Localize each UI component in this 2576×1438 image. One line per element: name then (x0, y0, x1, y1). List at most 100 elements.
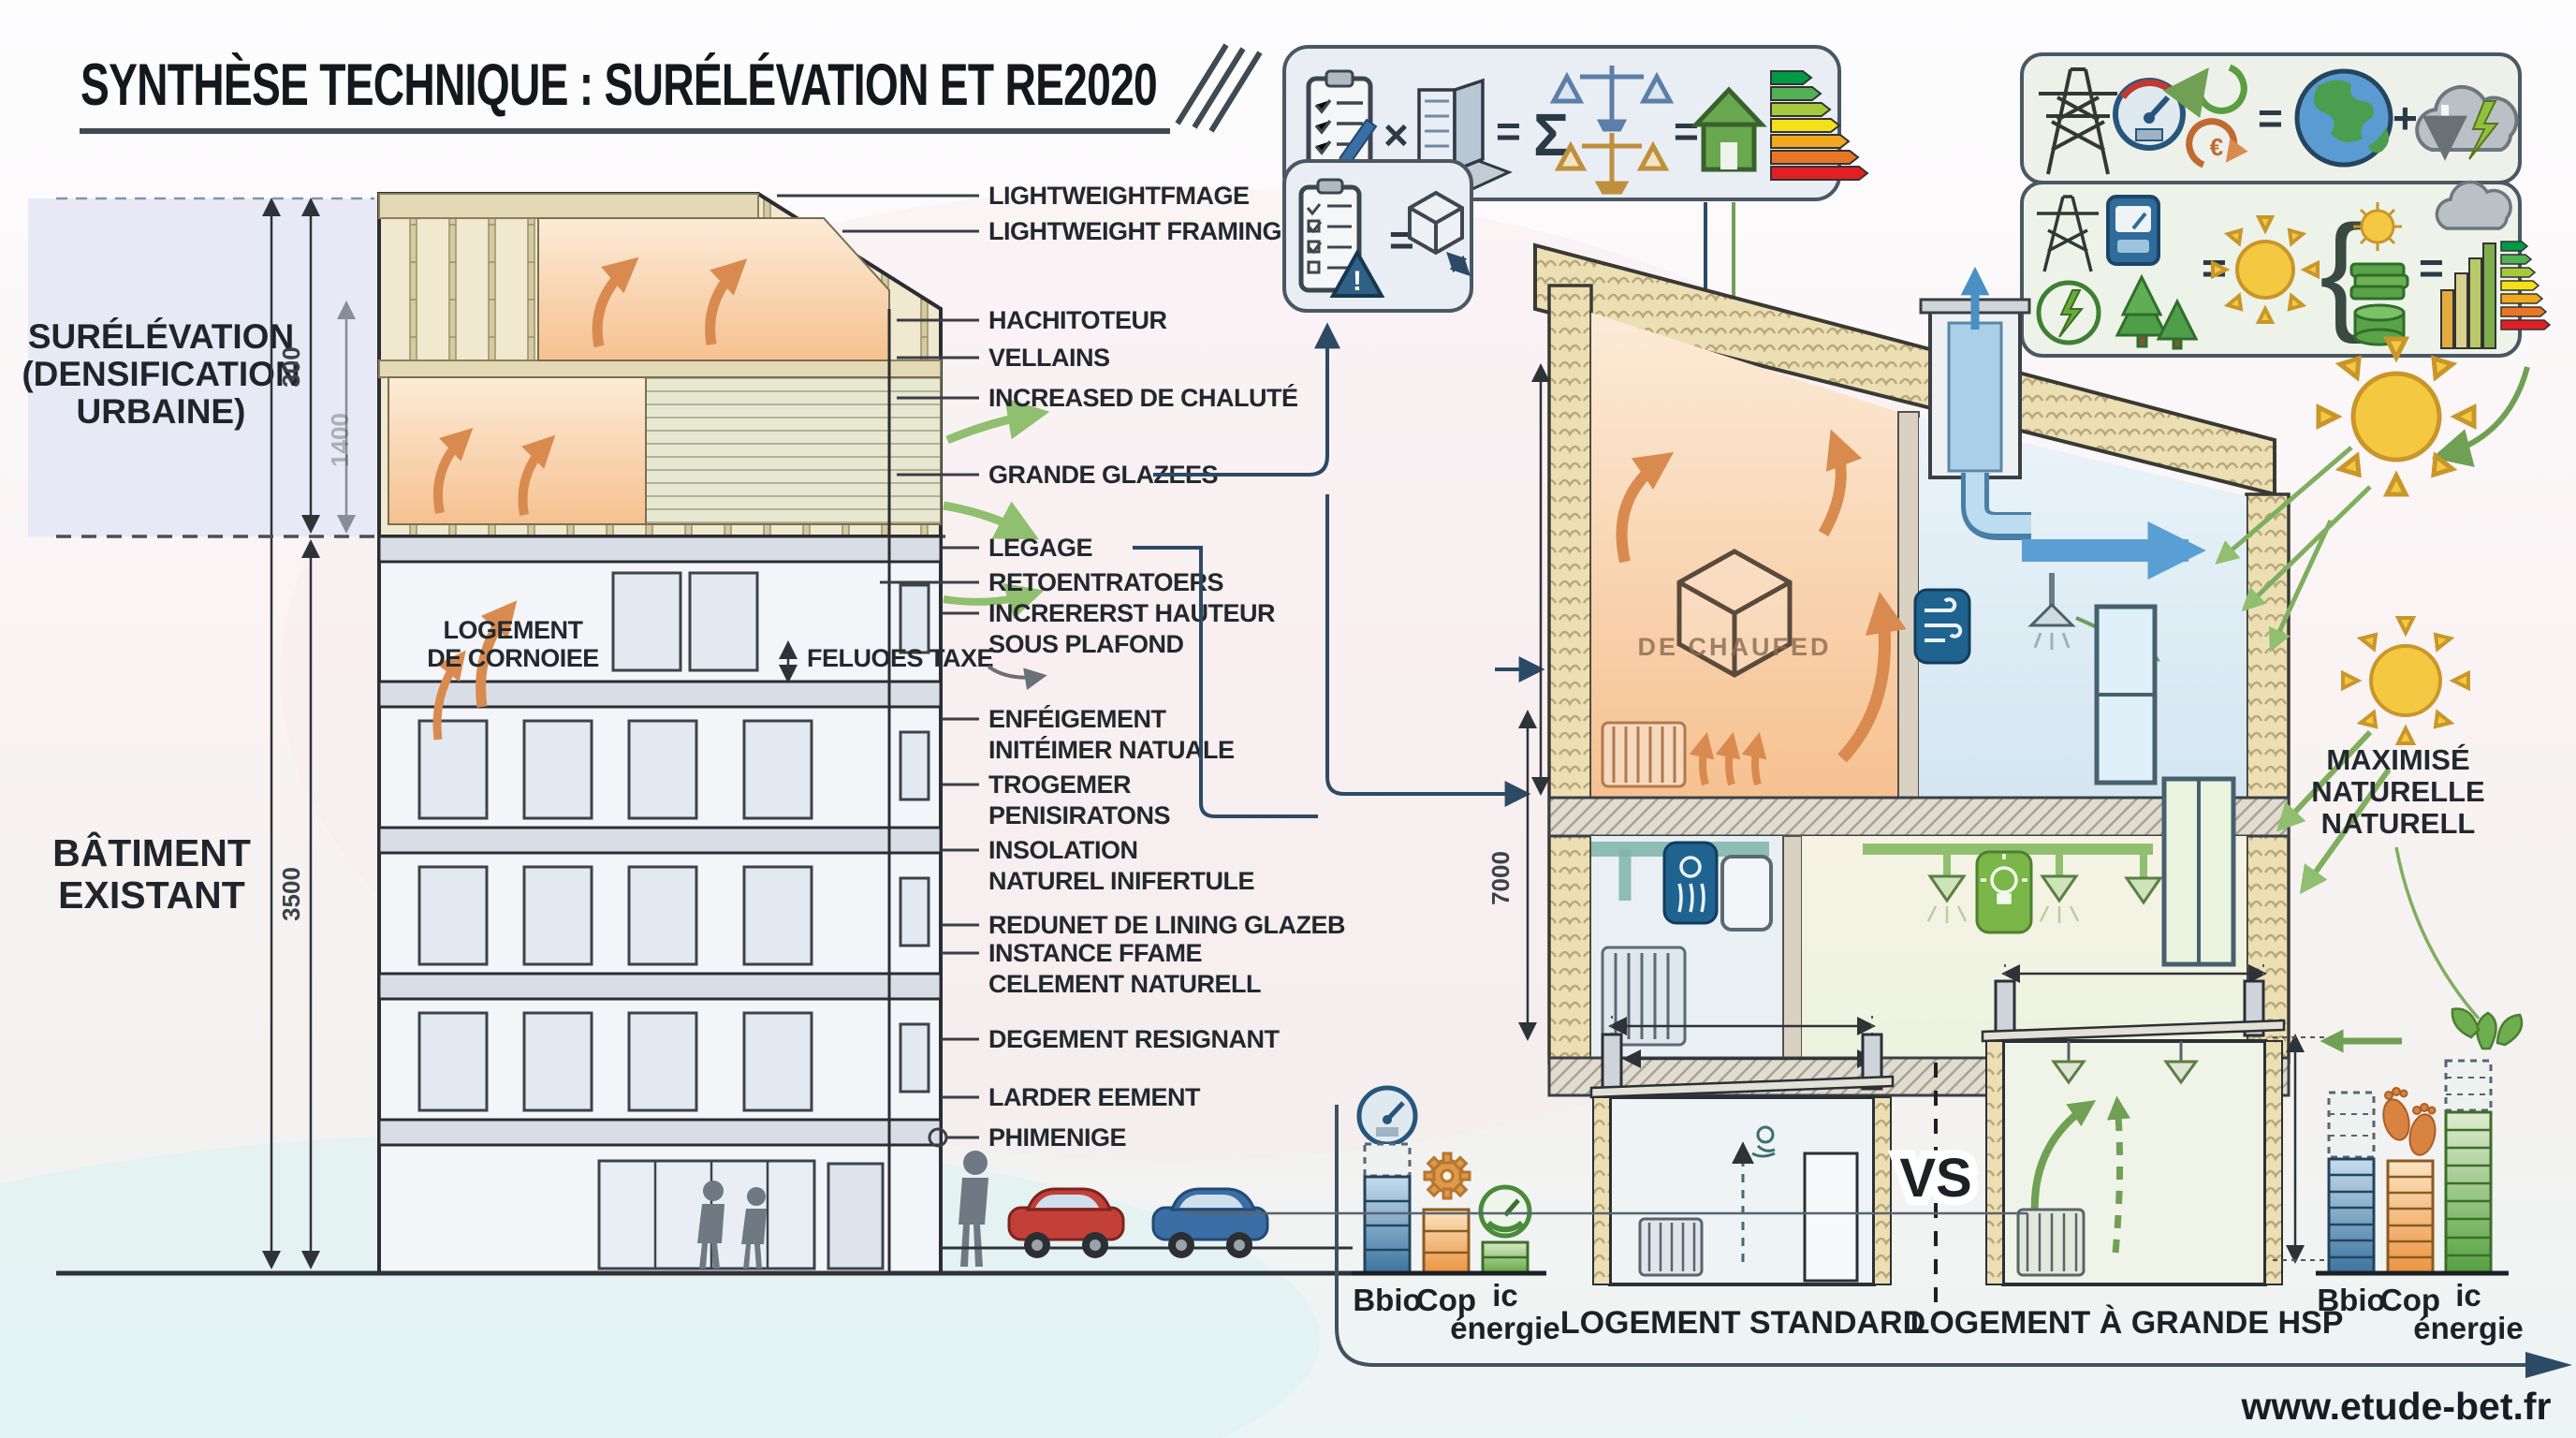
callout-5: INCREASED DE CHALUTÉ (988, 383, 1298, 412)
room-hsp: LOGEMENT À GRANDE HSP (1185, 964, 2343, 1341)
smart-meter-icon (2106, 195, 2160, 266)
warning-triangle-icon: ! (1329, 248, 1385, 298)
energy-label-icon-2 (2500, 241, 2552, 330)
right-wall (2245, 492, 2291, 1064)
equals-sign-1: = (1496, 107, 1521, 155)
vs-label: VS (1899, 1148, 1971, 1209)
dim-7000: 7000 (1486, 851, 1515, 905)
left-wall (1547, 284, 1593, 1064)
equals-sign-2: = (1674, 107, 1699, 155)
room-hsp-label: LOGEMENT À GRANDE HSP (1910, 1305, 2344, 1341)
scales-icon-tan (1554, 133, 1670, 195)
dim-1400: 1400 (326, 413, 354, 467)
panel-surface-volume: ! = (1282, 159, 1473, 313)
callout-11b: PENISIRATONS (988, 801, 1170, 829)
person-silhouette (697, 1151, 988, 1269)
energy-label-icon (1770, 70, 1869, 181)
svg-text:€: € (2210, 133, 2223, 161)
bar-chart-standard: Bbio Cop ic énergie (1352, 1085, 1560, 1345)
equals-sign-4: = (2258, 94, 2283, 142)
checklist-icon: ! (1298, 178, 1385, 298)
pylon-icon (2039, 67, 2117, 175)
car-red (1007, 1187, 1125, 1258)
chart2-bbio-label: Bbio (2317, 1283, 2385, 1317)
chart1-energie-label: énergie (1450, 1311, 1559, 1345)
gear-icon (1423, 1152, 1471, 1200)
logement-cornoiee-1: LOGEMENT (444, 616, 584, 644)
callout-leaders (777, 194, 979, 1139)
callout-list: LIGHTWEIGHTFMAGE LIGHTWEIGHT FRAMING HAC… (777, 182, 1346, 1152)
gauge-icon (2113, 78, 2186, 151)
trees-icon (2115, 273, 2199, 350)
callout-9a: INCRERERST HAUTEUR (988, 599, 1275, 627)
sun-icon-1 (2316, 336, 2477, 497)
radiator-icon (1601, 721, 1687, 788)
building-bars-icon (2440, 242, 2496, 349)
heat-arrows-surelevation (432, 257, 748, 516)
leaves-icon (2451, 1007, 2524, 1050)
cop2-bar (2386, 1159, 2435, 1275)
panel-energy-carbon: € = + (2020, 52, 2552, 358)
callout-12b: NATUREL INIFERTULE (988, 867, 1254, 895)
callout-2: LIGHTWEIGHT FRAMING (988, 217, 1281, 245)
room-standard: LOGEMENT STANDARD (1560, 1016, 1925, 1341)
pylon-icon-2 (2037, 195, 2099, 272)
bbio2-bar (2327, 1157, 2376, 1275)
ceiling-lamps (1927, 874, 2163, 905)
floor-slabs (377, 535, 943, 1147)
boiler-icon (1720, 855, 1773, 932)
windows (417, 571, 930, 1112)
website-url: www.etude-bet.fr (2240, 1385, 2551, 1428)
natural-light: MAXIMISÉ NATURELLE NATURELL (2215, 336, 2485, 1020)
cloud-energy-icon (2415, 84, 2519, 161)
chart1-ic-label: ic (1492, 1278, 1518, 1313)
callout-16: LARDER EEMENT (988, 1083, 1201, 1111)
renewable-power-icon (2036, 280, 2101, 345)
hsp-lamps (2051, 1041, 2199, 1085)
cop-bar (1422, 1208, 1471, 1275)
hsp-figure-icon (1751, 1125, 1776, 1158)
surelevation-label-2: (DENSIFICATION (22, 355, 300, 393)
green-curve-connector (2431, 366, 2530, 467)
callout-9b: SOUS PLAFOND (988, 630, 1184, 658)
heat-arrows-existing (432, 600, 518, 741)
earth-icon (2294, 68, 2393, 168)
car-blue (1151, 1187, 1269, 1258)
chart1-cop-label: Cop (1416, 1283, 1476, 1317)
storefront (597, 1159, 885, 1270)
sun-icon-small (2353, 202, 2402, 251)
batiment-label-1: BÂTIMENT (52, 831, 251, 874)
comparison-panel: www.etude-bet.fr (1185, 964, 2572, 1428)
header: SYNTHÈSE TECHNIQUE : SURÉLÉVATION ET RE2… (80, 43, 1263, 134)
heated-room-content: DE CHAUFED (1601, 429, 1907, 788)
sunlight-arrows-1 (2215, 446, 2372, 653)
surelevation-label-1: SURÉLÉVATION (28, 317, 294, 356)
callout-8: RETOENTRATOERS (988, 568, 1223, 596)
bg-tint-cyan (0, 1133, 1320, 1438)
svg-text:!: ! (1353, 266, 1362, 297)
gauge-icon-green (1478, 1184, 1532, 1239)
plus-sign: + (2393, 94, 2418, 142)
gauge-icon-blue (1356, 1085, 1418, 1147)
callout-7: LEGAGE (988, 534, 1092, 562)
heated-room-lower (388, 376, 647, 525)
ic2-bar (2444, 1110, 2493, 1275)
sun-icon-2 (2341, 616, 2470, 745)
house-icon (1690, 86, 1767, 172)
callout-3: HACHITOTEUR (988, 306, 1167, 334)
airflow-out-arrows (943, 397, 1050, 620)
bar-chart-hsp: Bbio Cop ic énergie (2316, 1007, 2524, 1345)
callout-10a: ENFÉIGEMENT (988, 704, 1167, 733)
callout-15: DEGEMENT RESIGNANT (988, 1025, 1281, 1053)
dim-3500: 3500 (277, 867, 305, 921)
footer-arrowhead (2525, 1352, 2572, 1378)
footprints-icon (2382, 1087, 2437, 1156)
callout-13: REDUNET DE LINING GLAZEB (988, 911, 1345, 939)
existing-building-section: LOGEMENT DE CORNOIEE FELUOES TAXE (56, 192, 1353, 1276)
page-title: SYNTHÈSE TECHNIQUE : SURÉLÉVATION ET RE2… (80, 52, 1157, 118)
radiator-icon-2 (1601, 946, 1687, 1047)
maximise-label-1: MAXIMISÉ (2326, 743, 2469, 776)
room-standard-label: LOGEMENT STANDARD (1560, 1305, 1925, 1341)
scales-icon-blue (1549, 66, 1675, 132)
